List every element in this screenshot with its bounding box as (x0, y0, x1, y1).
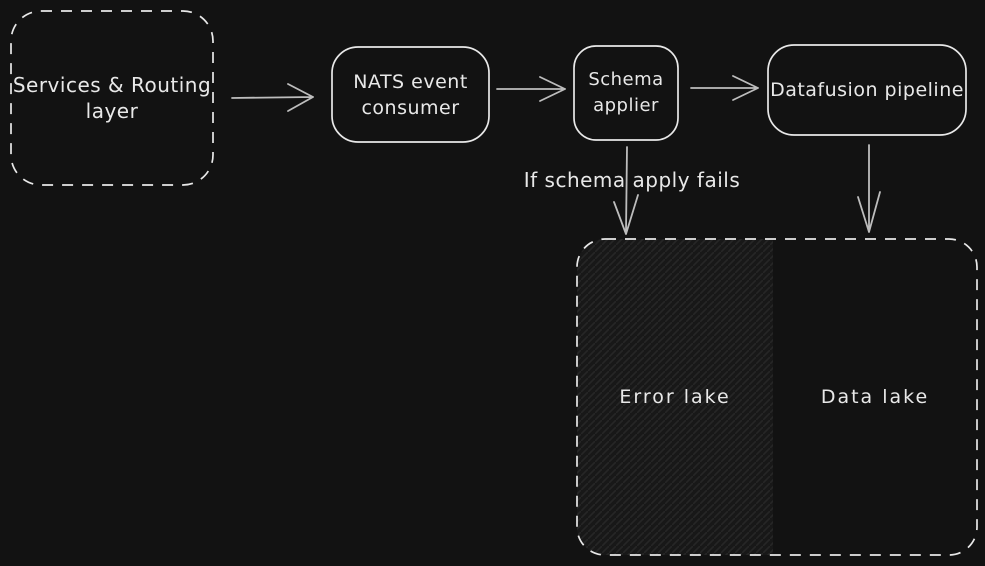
arrow-nats-to-schema (496, 76, 566, 102)
arrow-datafusion-to-data-lake (857, 144, 881, 233)
arrow-schema-to-datafusion (690, 75, 759, 101)
lakes-container-box (576, 238, 978, 556)
datafusion-pipeline-box (767, 44, 967, 136)
nats-consumer-box (331, 46, 490, 143)
services-routing-box (10, 10, 214, 186)
schema-applier-box (573, 45, 679, 141)
arrow-schema-to-error-lake (613, 146, 639, 235)
arrow-services-to-nats (231, 83, 314, 112)
error-lake-hatched-region (577, 239, 773, 555)
